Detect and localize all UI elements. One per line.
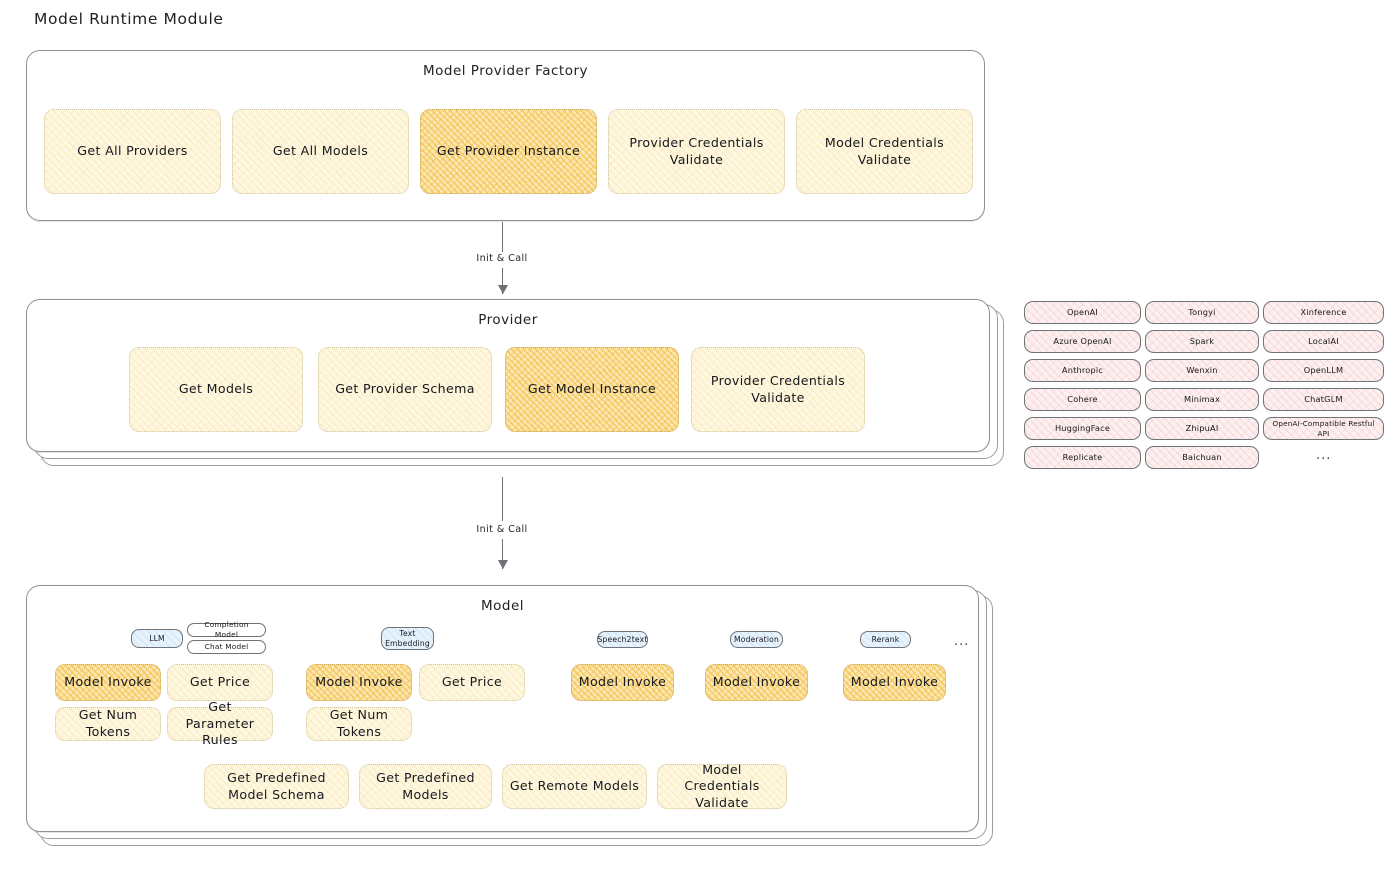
provider-chip-localai[interactable]: LocalAI <box>1263 330 1384 353</box>
panel-title-factory: Model Provider Factory <box>422 63 588 79</box>
model-type-badge-speech2text[interactable]: Speech2text <box>597 631 648 648</box>
provider-chip-tongyi[interactable]: Tongyi <box>1145 301 1259 324</box>
arrow-head-icon-2 <box>497 560 508 569</box>
provider-chip-xinference[interactable]: Xinference <box>1263 301 1384 324</box>
provider-list: OpenAI Azure OpenAI Anthropic Cohere Hug… <box>1024 300 1384 480</box>
provider-chip-spark[interactable]: Spark <box>1145 330 1259 353</box>
provider-chip-replicate[interactable]: Replicate <box>1024 446 1141 469</box>
provider-chip-zhipuai[interactable]: ZhipuAI <box>1145 417 1259 440</box>
provider-chip-minimax[interactable]: Minimax <box>1145 388 1259 411</box>
provider-chip-chatglm[interactable]: ChatGLM <box>1263 388 1384 411</box>
node-embedding-model-invoke[interactable]: Model Invoke <box>306 664 412 701</box>
node-get-provider-instance[interactable]: Get Provider Instance <box>420 109 597 194</box>
model-type-badge-moderation[interactable]: Moderation <box>730 631 783 648</box>
page-title: Model Runtime Module <box>34 10 224 28</box>
provider-chip-wenxin[interactable]: Wenxin <box>1145 359 1259 382</box>
provider-chip-huggingface[interactable]: HuggingFace <box>1024 417 1141 440</box>
node-rerank-model-invoke[interactable]: Model Invoke <box>843 664 946 701</box>
model-type-badge-text-embedding[interactable]: Text Embedding <box>381 627 434 650</box>
node-get-all-providers[interactable]: Get All Providers <box>44 109 221 194</box>
panel-title-model: Model <box>480 598 525 614</box>
provider-chip-baichuan[interactable]: Baichuan <box>1145 446 1259 469</box>
node-embedding-get-price[interactable]: Get Price <box>419 664 525 701</box>
node-llm-model-invoke[interactable]: Model Invoke <box>55 664 161 701</box>
node-moderation-model-invoke[interactable]: Model Invoke <box>705 664 808 701</box>
node-get-provider-schema[interactable]: Get Provider Schema <box>318 347 492 432</box>
node-embedding-get-num-tokens[interactable]: Get Num Tokens <box>306 707 412 741</box>
model-type-badge-rerank[interactable]: Rerank <box>860 631 911 648</box>
node-speech2text-model-invoke[interactable]: Model Invoke <box>571 664 674 701</box>
node-get-remote-models[interactable]: Get Remote Models <box>502 764 647 809</box>
node-get-predefined-model-schema[interactable]: Get Predefined Model Schema <box>204 764 349 809</box>
model-groups-more: ... <box>954 634 970 649</box>
provider-chip-openllm[interactable]: OpenLLM <box>1263 359 1384 382</box>
connector-label-init-call-2: Init & Call <box>471 523 533 536</box>
node-llm-get-parameter-rules[interactable]: Get Parameter Rules <box>167 699 273 747</box>
node-model-credentials-validate[interactable]: Model Credentials Validate <box>796 109 973 194</box>
node-get-models[interactable]: Get Models <box>129 347 303 432</box>
node-get-predefined-models[interactable]: Get Predefined Models <box>359 764 492 809</box>
connector-label-init-call-1: Init & Call <box>471 252 533 265</box>
arrow-head-icon <box>497 285 508 294</box>
panel-model-provider-factory: Model Provider Factory Get All Providers… <box>26 50 985 221</box>
provider-chip-cohere[interactable]: Cohere <box>1024 388 1141 411</box>
node-llm-get-num-tokens[interactable]: Get Num Tokens <box>55 707 161 741</box>
provider-chip-azure-openai[interactable]: Azure OpenAI <box>1024 330 1141 353</box>
node-provider-credentials-validate-2[interactable]: Provider Credentials Validate <box>691 347 865 432</box>
provider-chip-openai-compatible-restful-api[interactable]: OpenAI-Compatible Restful API <box>1263 417 1384 440</box>
model-type-badge-llm[interactable]: LLM <box>131 629 183 648</box>
panel-title-provider: Provider <box>478 312 538 328</box>
model-subtype-badge-completion-model[interactable]: Completion Model <box>187 620 266 639</box>
model-subtype-badge-chat-model[interactable]: Chat Model <box>187 640 266 654</box>
node-model-credentials-validate-3[interactable]: Model Credentials Validate <box>657 762 787 810</box>
provider-list-more: ... <box>1316 448 1332 463</box>
provider-chip-anthropic[interactable]: Anthropic <box>1024 359 1141 382</box>
node-provider-credentials-validate[interactable]: Provider Credentials Validate <box>608 109 785 194</box>
node-get-model-instance[interactable]: Get Model Instance <box>505 347 679 432</box>
node-llm-get-price[interactable]: Get Price <box>167 664 273 701</box>
panel-model: Model LLM Completion Model Chat Model Mo… <box>26 585 979 832</box>
panel-provider: Provider Get Models Get Provider Schema … <box>26 299 990 452</box>
node-get-all-models[interactable]: Get All Models <box>232 109 409 194</box>
provider-chip-openai[interactable]: OpenAI <box>1024 301 1141 324</box>
